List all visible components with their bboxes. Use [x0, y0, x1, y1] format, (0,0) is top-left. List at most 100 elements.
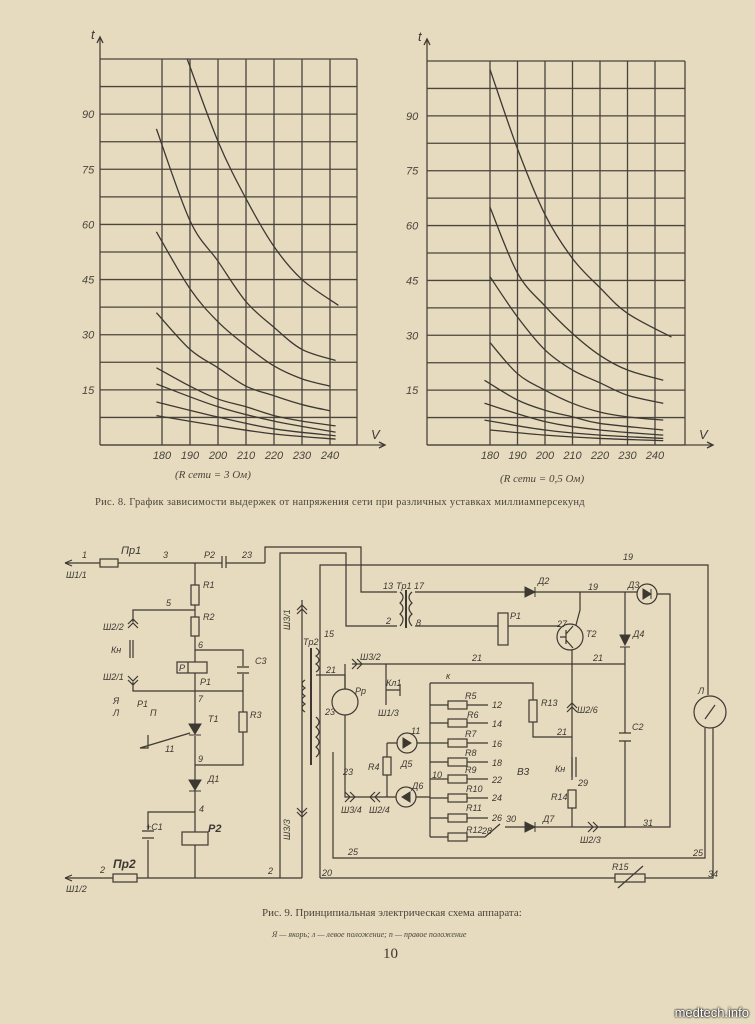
- schematic-label: R15: [612, 862, 630, 872]
- schematic-label: Ш2/3: [580, 835, 601, 845]
- connector-sh2: [127, 618, 139, 686]
- y-tick-label: 30: [82, 330, 95, 342]
- diode-d4: [619, 634, 631, 648]
- schematic-label: 27: [556, 619, 568, 629]
- schematic-label: 2: [99, 865, 105, 875]
- schematic-label: R9: [465, 765, 477, 775]
- schematic-label: T1: [208, 714, 219, 724]
- schematic-label: R6: [467, 710, 479, 720]
- relay-p2: [181, 831, 209, 846]
- schematic-label: 18: [492, 758, 502, 768]
- button-kn2: [571, 757, 577, 777]
- schematic-label: Д4: [632, 629, 644, 639]
- schematic-label: Кн: [555, 764, 565, 774]
- connector-sh3: [296, 604, 308, 818]
- schematic-label: Tp1: [396, 581, 412, 591]
- chart-grid: [426, 39, 713, 446]
- schematic-label: 28: [481, 826, 492, 836]
- schematic-label: R10: [466, 784, 483, 794]
- schematic-label: Л: [112, 708, 120, 718]
- schematic-label: Tp2: [303, 637, 319, 647]
- y-axis-label: t: [91, 27, 96, 42]
- schematic-label: P1: [137, 699, 148, 709]
- schematic-label: 2: [267, 866, 273, 876]
- x-tick-label: 180: [153, 450, 172, 462]
- x-tick-label: 180: [481, 450, 500, 462]
- schematic-label: 11: [165, 744, 174, 754]
- schematic-label: Ш1/3: [378, 708, 399, 718]
- schematic-label: П: [150, 708, 157, 718]
- resistor-r2: [190, 616, 200, 637]
- schematic-label: 21: [592, 653, 603, 663]
- components: [99, 558, 727, 889]
- fuse-pr1: [99, 558, 119, 568]
- x-axis-label: V: [371, 427, 381, 442]
- schematic-label: 31: [643, 818, 653, 828]
- schematic-label: R1: [203, 580, 215, 590]
- connectors: [344, 658, 599, 833]
- schematic-label: 16: [492, 739, 502, 749]
- series-curve-2: [155, 128, 336, 362]
- x-axis-arrow: [378, 441, 387, 449]
- resistor-r4: [382, 756, 392, 776]
- series-curve-8: [489, 429, 664, 442]
- y-tick-label: 30: [406, 330, 419, 342]
- y-tick-label: 45: [82, 275, 95, 287]
- series-curve-5: [156, 367, 336, 427]
- y-axis-arrow: [423, 37, 431, 46]
- diode-d1: [188, 779, 202, 792]
- x-tick-label: 230: [617, 450, 637, 462]
- schematic-label: R14: [551, 792, 568, 802]
- schematic-label: R2: [203, 612, 215, 622]
- capacitor-c3: [237, 666, 249, 674]
- y-tick-label: 90: [82, 109, 95, 121]
- schematic-label: R5: [465, 691, 477, 701]
- schematic-label: 4: [199, 804, 204, 814]
- schematic-label: R13: [541, 698, 558, 708]
- schematic-label: 20: [321, 868, 332, 878]
- schematic-label: 19: [588, 582, 598, 592]
- chart-grid: [99, 37, 385, 446]
- schematic-label: 29: [577, 778, 588, 788]
- y-axis-label: t: [418, 29, 423, 44]
- schematic-label: к: [446, 671, 451, 681]
- capacitor-c1: [142, 830, 154, 839]
- schematic-label: T2: [586, 629, 597, 639]
- x-tick-label: 240: [645, 450, 665, 462]
- schematic-label: 7: [198, 694, 204, 704]
- schematic-label: 5: [166, 598, 172, 608]
- schematic-label: 6: [198, 640, 203, 650]
- diode-d2: [524, 586, 537, 598]
- chart1-title: (R сети = 3 Ом): [175, 469, 251, 481]
- fuse-pr2: [112, 873, 138, 883]
- series-curve-7: [484, 419, 664, 440]
- series-curve-4: [155, 312, 331, 412]
- schematic-label: 21: [556, 727, 567, 737]
- series-curve-3: [155, 231, 331, 387]
- schematic-label: Д7: [542, 814, 555, 824]
- x-axis-label: V: [699, 427, 709, 442]
- schematic-label: P: [179, 663, 185, 673]
- series-curve-4: [489, 342, 664, 421]
- resistor-r13: [528, 699, 538, 723]
- schematic-label: Pp: [355, 686, 366, 696]
- x-axis-arrow: [706, 441, 715, 449]
- watermark: medtech.info: [674, 1005, 749, 1020]
- resistor-r1: [190, 584, 200, 606]
- schematic-label: 2: [385, 616, 391, 626]
- schematic-label: Ш1/1: [66, 570, 87, 580]
- schematic-label: 25: [347, 847, 359, 857]
- schematic-label: 17: [414, 581, 425, 591]
- x-tick-label: 210: [236, 450, 256, 462]
- schematic-label: Пр2: [113, 857, 136, 871]
- x-tick-label: 240: [320, 450, 340, 462]
- resistors-r5-r12: [447, 700, 468, 842]
- schematic-label: R11: [466, 803, 482, 813]
- schematic-label: R12: [466, 825, 483, 835]
- schematic-label: Д6: [411, 781, 423, 791]
- schematic-label: 21: [325, 665, 336, 675]
- series-curve-7: [156, 401, 336, 437]
- series-curve-3: [489, 276, 664, 404]
- x-tick-label: 230: [292, 450, 312, 462]
